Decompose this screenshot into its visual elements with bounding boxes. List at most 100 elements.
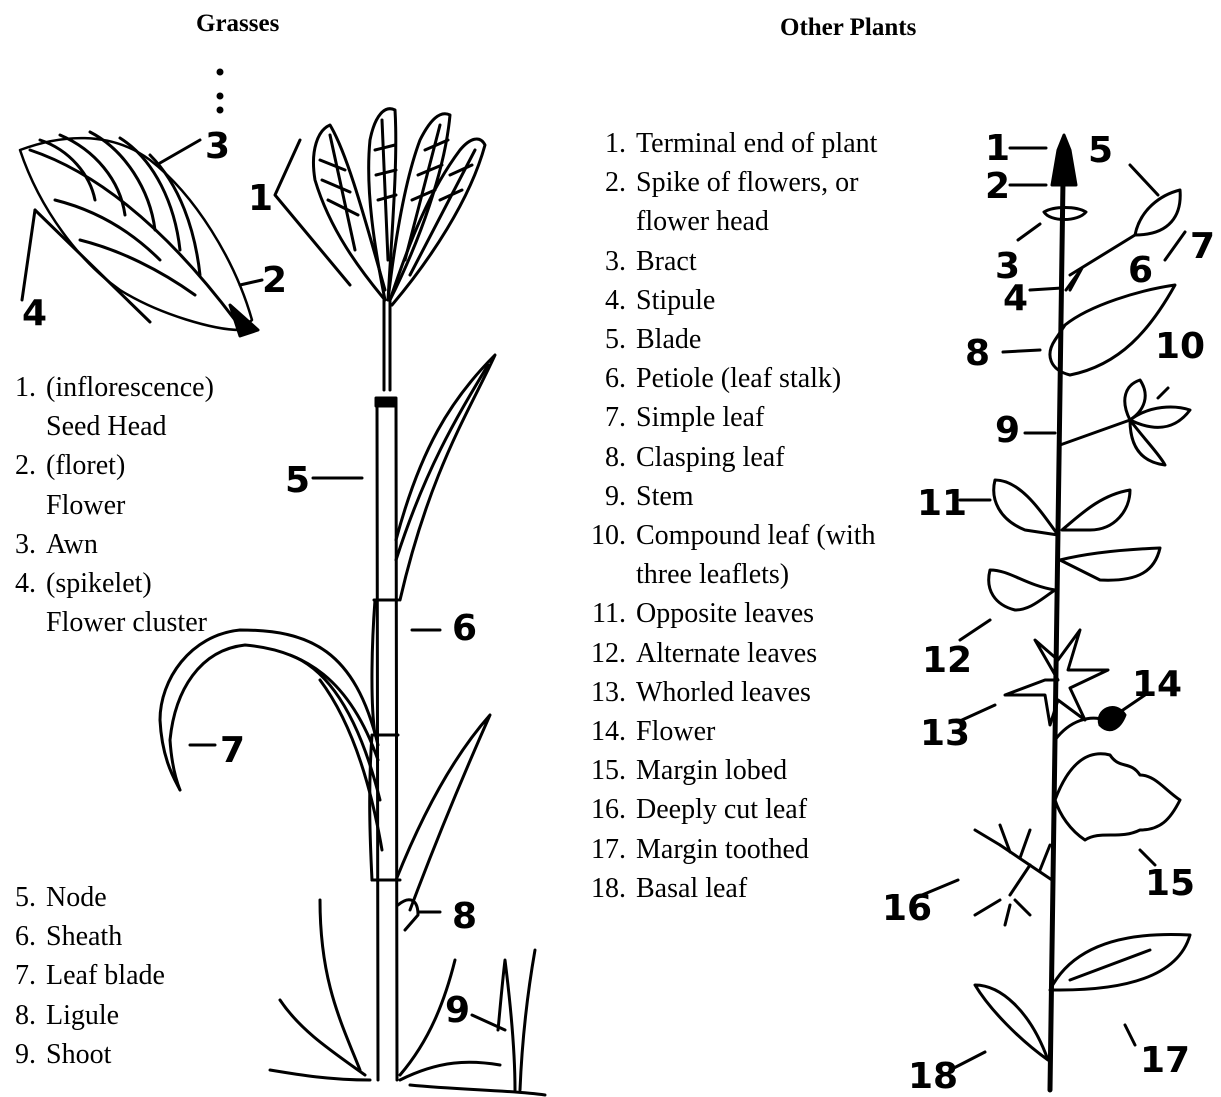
grass-callout-9: 9: [445, 990, 470, 1031]
key-item: 9. Shoot: [6, 1035, 165, 1074]
key-item-text: Clasping leaf: [636, 438, 785, 477]
plant-callout-15: 15: [1145, 863, 1195, 904]
key-item: 4.(spikelet) Flower cluster: [6, 564, 214, 642]
grass-callout-4: 4: [22, 293, 47, 334]
key-item-number: 12.: [582, 634, 626, 673]
key-item-text: (floret) Flower: [46, 446, 125, 524]
key-item-text: Node: [46, 878, 107, 917]
plant-callout-17: 17: [1140, 1040, 1190, 1081]
key-item-number: 1.: [6, 368, 36, 446]
key-item-text: Spike of flowers, or flower head: [636, 163, 858, 241]
key-item-number: 8.: [582, 438, 626, 477]
grass-callout-6: 6: [452, 608, 477, 649]
key-item-text: Ligule: [46, 996, 119, 1035]
plant-callout-7: 7: [1190, 226, 1215, 267]
key-item-text: Alternate leaves: [636, 634, 817, 673]
key-item-text: Stipule: [636, 281, 715, 320]
key-item-text: Terminal end of plant: [636, 124, 877, 163]
key-item-number: 4.: [582, 281, 626, 320]
key-item-text: Leaf blade: [46, 956, 165, 995]
key-item: 18. Basal leaf: [582, 869, 877, 908]
key-item-number: 3.: [582, 242, 626, 281]
key-item: 6. Sheath: [6, 917, 165, 956]
key-item: 13. Whorled leaves: [582, 673, 877, 712]
key-item: 9. Stem: [582, 477, 877, 516]
grass-plant-drawing: [160, 109, 545, 1095]
plant-callout-14: 14: [1132, 664, 1182, 705]
plant-callout-12: 12: [922, 640, 972, 681]
other-plants-heading: Other Plants: [780, 14, 916, 42]
key-item: 4. Stipule: [582, 281, 877, 320]
plant-callout-16: 16: [882, 888, 932, 929]
key-item: 5. Node: [6, 878, 165, 917]
key-item-number: 17.: [582, 830, 626, 869]
key-item-number: 18.: [582, 869, 626, 908]
plant-callout-8: 8: [965, 333, 990, 374]
key-item-number: 5.: [6, 878, 36, 917]
plant-callout-6: 6: [1128, 250, 1153, 291]
key-item-number: 5.: [582, 320, 626, 359]
key-item-number: 9.: [582, 477, 626, 516]
key-item-text: Shoot: [46, 1035, 111, 1074]
key-item-number: 11.: [582, 594, 626, 633]
key-item-number: 6.: [582, 359, 626, 398]
key-item-number: 7.: [582, 398, 626, 437]
key-item: 17. Margin toothed: [582, 830, 877, 869]
key-item-text: Basal leaf: [636, 869, 747, 908]
grass-callout-5: 5: [285, 460, 310, 501]
plant-callout-11: 11: [917, 483, 967, 524]
key-item-text: Whorled leaves: [636, 673, 811, 712]
plant-callout-18: 18: [908, 1056, 958, 1097]
grass-callout-8: 8: [452, 896, 477, 937]
key-item: 3. Bract: [582, 242, 877, 281]
key-item: 1.(inflorescence) Seed Head: [6, 368, 214, 446]
key-item-text: Stem: [636, 477, 694, 516]
key-item: 8. Ligule: [6, 996, 165, 1035]
plant-callout-9: 9: [995, 410, 1020, 451]
key-item-text: Blade: [636, 320, 701, 359]
key-item: 10.Compound leaf (with three leaflets): [582, 516, 877, 594]
key-item-number: 15.: [582, 751, 626, 790]
plant-callout-4: 4: [1003, 278, 1028, 319]
key-item-number: 9.: [6, 1035, 36, 1074]
key-item-text: Petiole (leaf stalk): [636, 359, 841, 398]
key-item-text: Compound leaf (with three leaflets): [636, 516, 876, 594]
key-item: 5. Blade: [582, 320, 877, 359]
key-item-number: 8.: [6, 996, 36, 1035]
key-item-number: 2.: [582, 163, 626, 241]
key-item: 3.Awn: [6, 525, 214, 564]
key-item-number: 14.: [582, 712, 626, 751]
key-item-text: Opposite leaves: [636, 594, 814, 633]
key-item: 16. Deeply cut leaf: [582, 790, 877, 829]
key-item-text: Margin lobed: [636, 751, 787, 790]
key-item-text: Bract: [636, 242, 697, 281]
plant-callout-2: 2: [985, 166, 1010, 207]
key-item: 2.Spike of flowers, or flower head: [582, 163, 877, 241]
key-item: 12. Alternate leaves: [582, 634, 877, 673]
key-item-text: Sheath: [46, 917, 122, 956]
key-item-text: Simple leaf: [636, 398, 764, 437]
key-item-number: 6.: [6, 917, 36, 956]
key-item: 15. Margin lobed: [582, 751, 877, 790]
key-item-number: 10.: [582, 516, 626, 594]
grass-callout-7: 7: [220, 730, 245, 771]
key-item: 7. Simple leaf: [582, 398, 877, 437]
key-item-number: 1.: [582, 124, 626, 163]
spikelet-drawing: [20, 70, 262, 336]
key-item-text: Flower: [636, 712, 715, 751]
key-item: 11. Opposite leaves: [582, 594, 877, 633]
key-item: 14. Flower: [582, 712, 877, 751]
key-item-text: Deeply cut leaf: [636, 790, 807, 829]
grasses-heading: Grasses: [196, 10, 279, 38]
plant-callout-13: 13: [920, 713, 970, 754]
key-item-number: 16.: [582, 790, 626, 829]
grass-callout-1: 1: [248, 178, 273, 219]
key-item: 8. Clasping leaf: [582, 438, 877, 477]
key-item: 2.(floret) Flower: [6, 446, 214, 524]
grass-callout-3: 3: [205, 126, 230, 167]
key-item-number: 13.: [582, 673, 626, 712]
key-item: 1. Terminal end of plant: [582, 124, 877, 163]
key-item-text: Margin toothed: [636, 830, 809, 869]
